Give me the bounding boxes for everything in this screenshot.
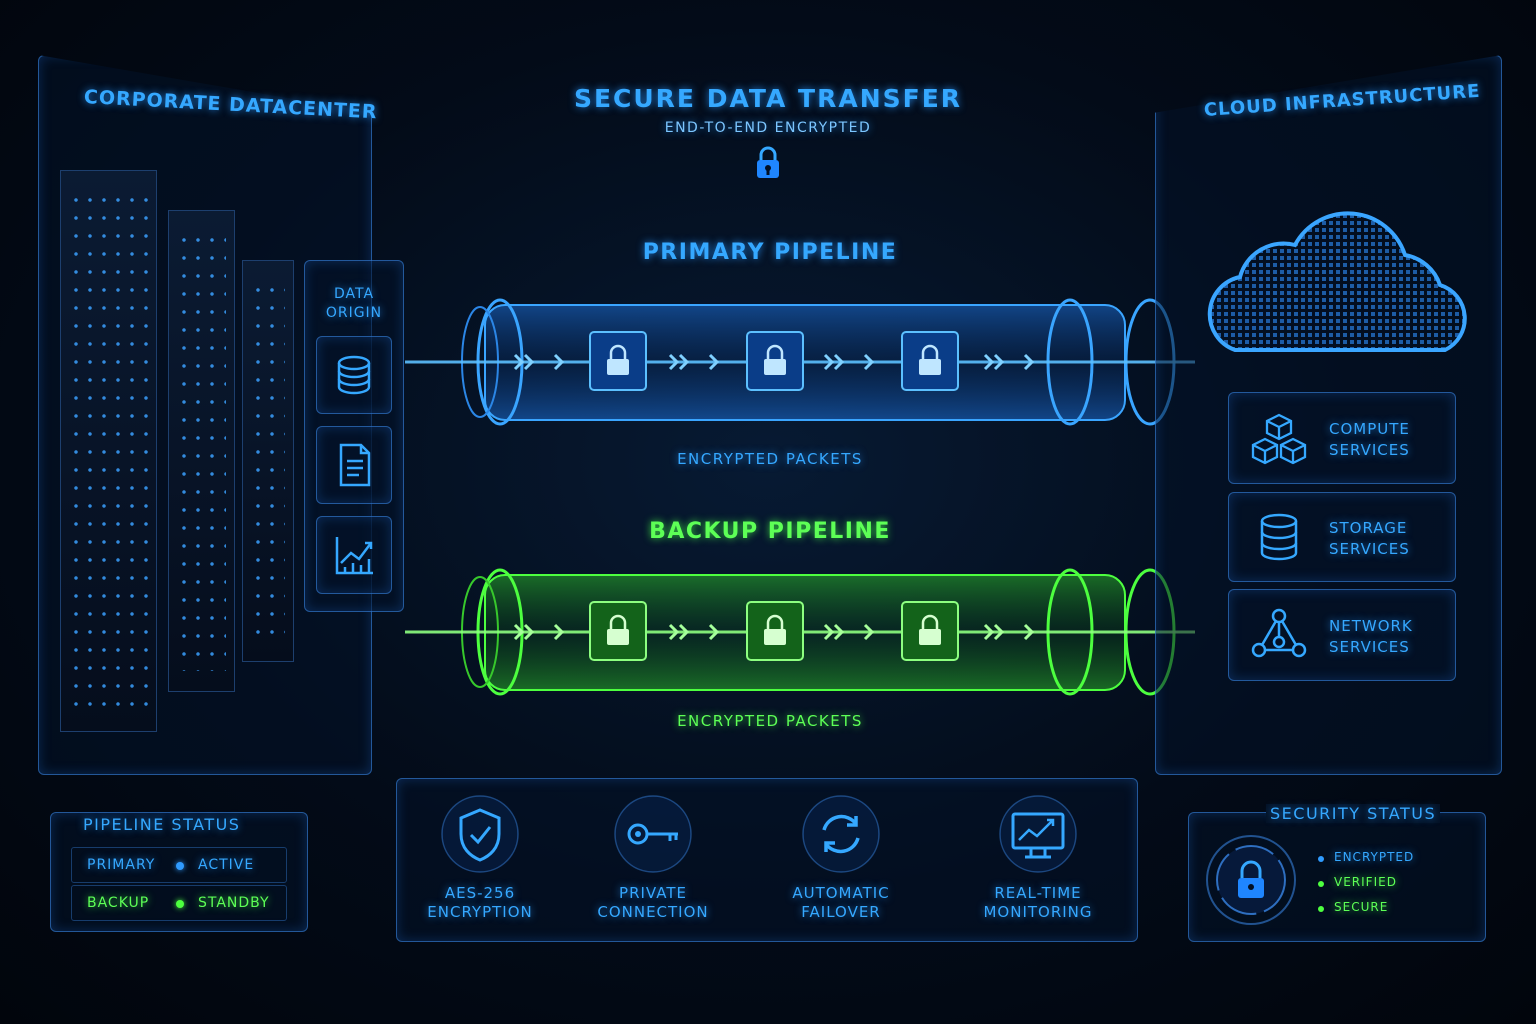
backup-pipeline-caption: ENCRYPTED PACKETS — [677, 712, 863, 730]
chart-icon — [335, 537, 373, 575]
pipeline-status-panel: PIPELINE STATUS PRIMARY ACTIVE BACKUP ST… — [50, 812, 308, 932]
packet-lock-icon — [901, 601, 959, 661]
compute-services-card[interactable]: COMPUTE SERVICES — [1228, 392, 1456, 484]
feature-failover: AUTOMATIC FAILOVER — [781, 792, 901, 932]
origin-document-tile[interactable] — [316, 426, 392, 504]
cloud-icon — [1207, 211, 1467, 352]
network-icon — [1251, 608, 1307, 658]
packet-lock-icon — [901, 331, 959, 391]
refresh-icon — [802, 795, 880, 873]
key-icon — [614, 795, 692, 873]
primary-pipeline-title: PRIMARY PIPELINE — [642, 240, 898, 265]
page-title: SECURE DATA TRANSFER — [573, 84, 963, 113]
feature-label-line1: PRIVATE — [619, 884, 687, 902]
network-services-label: NETWORK SERVICES — [1329, 617, 1413, 656]
packet-lock-icon — [746, 601, 804, 661]
document-icon — [339, 443, 371, 487]
status-dot — [1318, 906, 1324, 912]
feature-label-line1: AUTOMATIC — [792, 884, 890, 902]
feature-label-line2: MONITORING — [983, 903, 1093, 921]
feature-private-connection: PRIVATE CONNECTION — [593, 792, 713, 932]
cubes-icon — [1251, 413, 1307, 465]
status-dot — [176, 900, 184, 908]
pipeline-status-row-primary: PRIMARY ACTIVE — [71, 847, 287, 883]
feature-label-line2: FAILOVER — [801, 903, 881, 921]
feature-encryption: AES-256 ENCRYPTION — [420, 792, 540, 932]
compute-services-label: COMPUTE SERVICES — [1329, 420, 1410, 459]
feature-label-line2: CONNECTION — [597, 903, 709, 921]
pipeline-status-title: PIPELINE STATUS — [83, 815, 241, 834]
primary-pipeline — [405, 298, 1195, 426]
feature-label-line1: AES-256 — [444, 884, 516, 902]
page-subtitle: END-TO-END ENCRYPTED — [664, 120, 872, 136]
status-row-state: STANDBY — [198, 895, 270, 911]
security-status-item-label: SECURE — [1334, 900, 1389, 914]
security-lock-icon — [1206, 835, 1296, 925]
status-dot — [1318, 856, 1324, 862]
server-racks — [50, 150, 300, 750]
status-row-name: BACKUP — [87, 895, 150, 911]
security-status-item-label: VERIFIED — [1334, 875, 1397, 889]
lock-icon — [757, 146, 779, 178]
status-row-name: PRIMARY — [87, 857, 156, 873]
network-services-card[interactable]: NETWORK SERVICES — [1228, 589, 1456, 681]
database-icon — [1260, 513, 1298, 561]
security-status-list: ENCRYPTED VERIFIED SECURE — [1306, 836, 1476, 926]
feature-monitoring: REAL-TIME MONITORING — [978, 792, 1098, 932]
status-dot — [176, 862, 184, 870]
status-row-state: ACTIVE — [198, 857, 255, 873]
storage-services-card[interactable]: STORAGE SERVICES — [1228, 492, 1456, 582]
storage-services-label: STORAGE SERVICES — [1329, 519, 1410, 558]
features-panel — [396, 778, 1138, 942]
status-dot — [1318, 881, 1324, 887]
packet-lock-icon — [589, 331, 647, 391]
security-status-panel — [1188, 812, 1486, 942]
security-status-title: SECURITY STATUS — [1266, 804, 1441, 823]
feature-label-line2: ENCRYPTION — [427, 903, 533, 921]
data-origin-label: DATA ORIGIN — [325, 286, 383, 321]
packet-lock-icon — [589, 601, 647, 661]
origin-database-tile[interactable] — [316, 336, 392, 414]
security-status-item-label: ENCRYPTED — [1334, 850, 1415, 864]
origin-chart-tile[interactable] — [316, 516, 392, 594]
backup-pipeline-title: BACKUP PIPELINE — [649, 519, 891, 544]
monitor-chart-icon — [999, 795, 1077, 873]
backup-pipeline — [405, 568, 1195, 696]
feature-label-line1: REAL-TIME — [994, 884, 1082, 902]
primary-pipeline-caption: ENCRYPTED PACKETS — [677, 450, 863, 468]
database-icon — [337, 355, 371, 395]
shield-check-icon — [441, 795, 519, 873]
packet-lock-icon — [746, 331, 804, 391]
pipeline-status-row-backup: BACKUP STANDBY — [71, 885, 287, 921]
